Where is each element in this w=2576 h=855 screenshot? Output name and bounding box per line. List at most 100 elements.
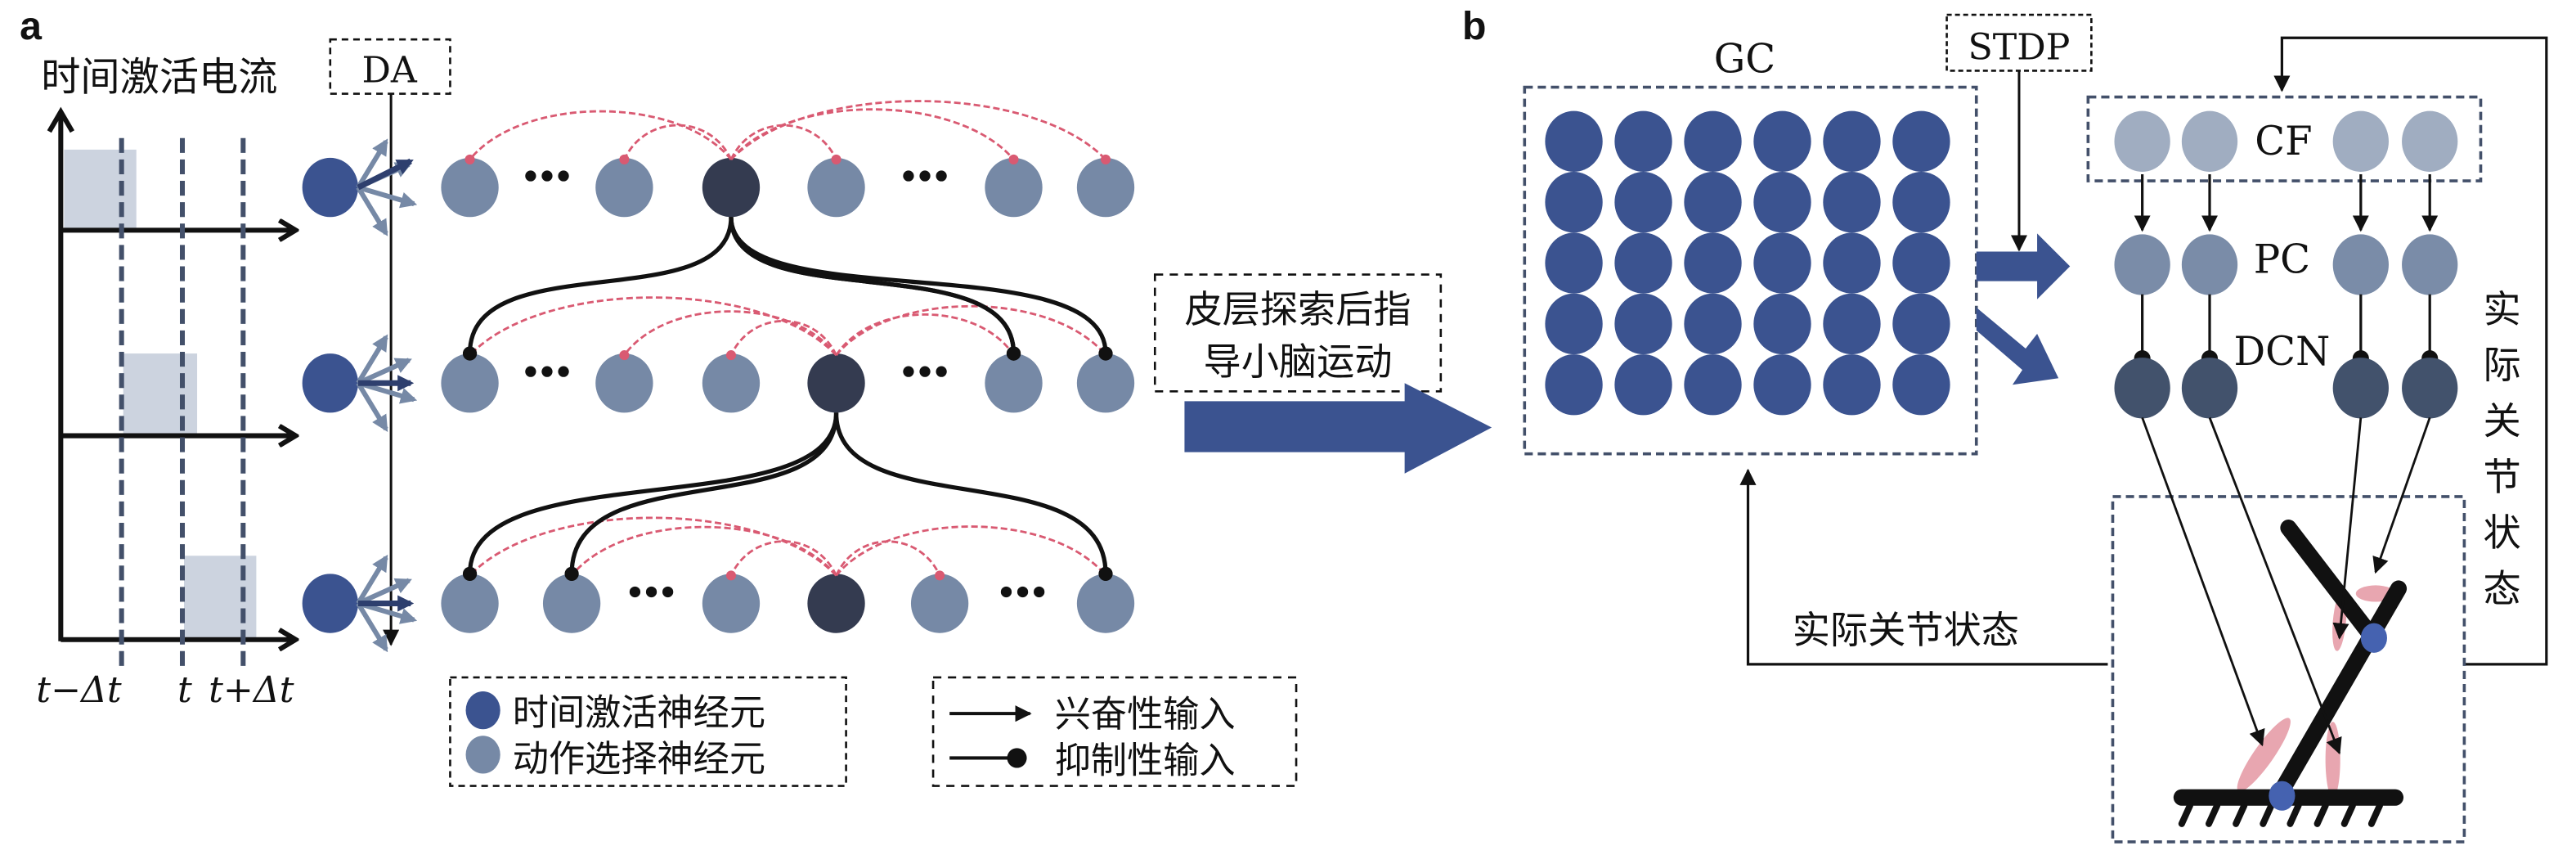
granule-cell — [1892, 172, 1950, 233]
da-modulation-arrow — [356, 601, 388, 653]
inhibitory-dot — [1007, 748, 1027, 768]
hatch-line — [2178, 802, 2193, 827]
da-modulation-arrow — [357, 578, 412, 606]
gc-to-dcn-arrow — [1976, 307, 2059, 385]
climbing-fiber-neuron — [2114, 110, 2170, 173]
dcn-neuron — [2332, 358, 2389, 419]
action-neuron — [595, 353, 653, 413]
inhibition-terminal — [831, 154, 841, 164]
dcn-neuron — [2181, 358, 2238, 419]
action-neuron — [441, 157, 499, 218]
legend-action-neuron-icon — [465, 736, 500, 774]
hatch-line — [2233, 802, 2248, 827]
ellipsis-dot — [558, 170, 569, 182]
inhibitory-projection — [467, 412, 839, 574]
projection-terminal — [1098, 566, 1113, 581]
time-label-t-minus: t−Δt — [36, 669, 122, 711]
ellipsis-dot — [629, 586, 641, 598]
ellipsis-dot — [1034, 586, 1045, 598]
inhibitory-projection — [467, 217, 734, 354]
lateral-inhibition — [571, 525, 837, 577]
action-neuron — [1076, 574, 1135, 633]
action-neuron — [441, 574, 499, 633]
inhibition-terminal — [1008, 154, 1019, 164]
granule-cell — [1545, 172, 1603, 233]
feedback-horizontal-label: 实际关节状态 — [1793, 608, 2019, 652]
inhibition-terminal — [1100, 154, 1111, 164]
granule-cell — [1823, 354, 1881, 416]
inhibition-terminal — [725, 350, 736, 361]
current-pulse-2 — [123, 353, 198, 434]
legend-action-neuron-label: 动作选择神经元 — [513, 739, 765, 781]
granule-cell — [1684, 232, 1742, 294]
da-modulation-arrow — [356, 554, 388, 605]
dcn-neuron — [2402, 358, 2458, 419]
granule-cell — [1753, 232, 1811, 294]
inhibitory-projection — [729, 217, 1108, 354]
legend-time-neuron-icon — [465, 691, 500, 730]
granule-cell — [1684, 172, 1742, 233]
time-to-action-arrow — [357, 158, 414, 191]
time-label-t: t — [177, 669, 192, 711]
lateral-inhibition — [729, 320, 837, 356]
granule-cell — [1753, 293, 1811, 355]
action-neuron — [542, 574, 601, 633]
da-modulation-arrow — [357, 358, 412, 385]
inhibitory-projection — [569, 412, 839, 574]
feedback-vertical-char: 关 — [2483, 399, 2520, 443]
inhibitory-projection — [833, 412, 1108, 574]
selected-action-neuron — [702, 157, 761, 218]
granule-cell — [1892, 110, 1950, 173]
ellipsis-dot — [919, 366, 931, 377]
current-axis-title: 时间激活电流 — [41, 55, 277, 101]
hatch-line — [2260, 802, 2275, 827]
action-neuron — [441, 353, 499, 413]
hatch-line — [2205, 802, 2221, 827]
inhibition-terminal — [725, 570, 736, 581]
granule-cell — [1892, 232, 1950, 294]
dcn-neuron — [2114, 358, 2170, 419]
granule-cell — [1545, 293, 1603, 355]
time-neuron — [302, 353, 358, 413]
time-axes — [47, 106, 295, 666]
granule-cell — [1892, 293, 1950, 355]
dcn-to-muscle-arrow — [2208, 416, 2342, 755]
ellipsis-dot — [1000, 586, 1012, 598]
feedback-vertical-char: 际 — [2483, 343, 2520, 387]
current-pulse-1 — [64, 149, 137, 231]
cerebellar-columns — [2114, 110, 2458, 419]
action-neuron — [595, 157, 653, 218]
dcn-to-muscle-arrows — [2141, 416, 2431, 755]
ellipsis-dot — [936, 366, 947, 377]
climbing-fiber-neuron — [2181, 110, 2238, 173]
purkinje-cell — [2332, 234, 2389, 295]
ellipsis-dot — [936, 170, 947, 182]
cf-box — [2086, 95, 2483, 182]
action-neuron — [1076, 353, 1135, 413]
granule-cell — [1545, 232, 1603, 294]
panel-a-label: a — [20, 4, 43, 48]
purkinje-cell — [2114, 234, 2170, 295]
granule-cell — [1892, 354, 1950, 416]
legend-time-neuron-label: 时间激活神经元 — [513, 692, 765, 734]
action-neuron — [1076, 157, 1135, 218]
dcn-to-muscle-arrow — [2141, 416, 2265, 747]
legend-inputs: 兴奋性输入 抑制性输入 — [931, 676, 1298, 787]
feedback-vertical-char: 态 — [2483, 567, 2520, 611]
selected-action-neuron — [807, 574, 865, 633]
da-modulation-arrow — [356, 186, 388, 236]
granule-cell — [1753, 110, 1811, 173]
action-neuron — [985, 353, 1043, 413]
granule-cell — [1614, 110, 1672, 173]
stdp-box: STDP — [1945, 13, 2093, 72]
lateral-inhibition — [835, 525, 1107, 577]
panel-b-label: b — [1462, 4, 1486, 48]
hatch-line — [2313, 802, 2329, 827]
pc-label: PC — [2254, 237, 2310, 283]
da-box: DA — [329, 38, 451, 95]
inhibitory-projection — [729, 217, 1016, 354]
big-transition-arrow — [1184, 383, 1492, 474]
feedback-loop-left — [1739, 468, 2108, 666]
action-neuron — [702, 574, 761, 633]
da-modulation-arrow — [356, 381, 388, 432]
